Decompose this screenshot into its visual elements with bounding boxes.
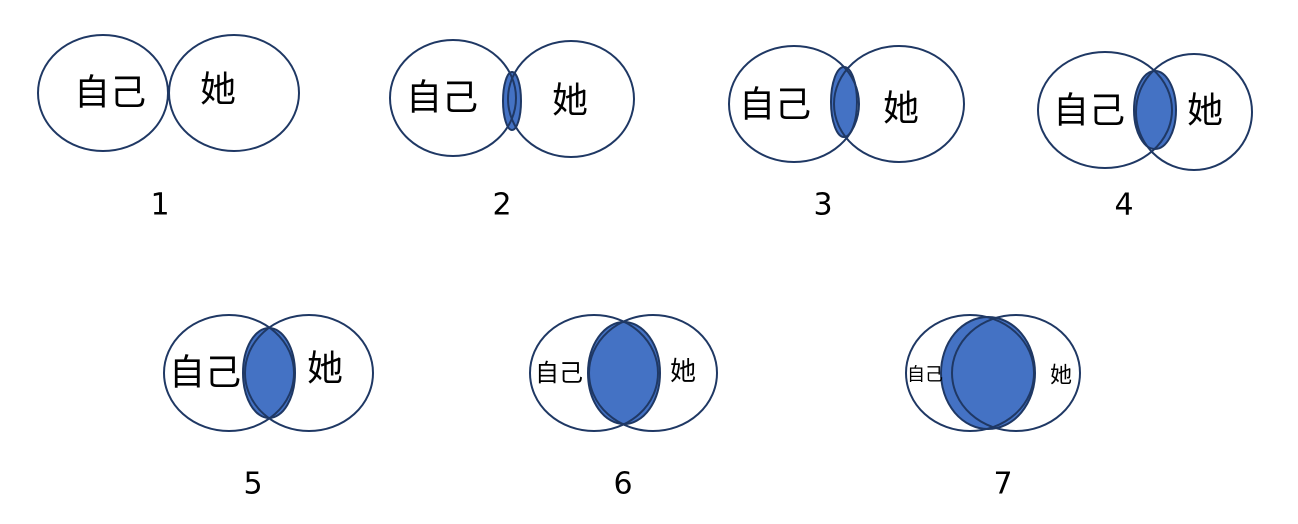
her-circle [588, 314, 718, 432]
self-label: 自己 [74, 73, 146, 114]
her-label: 她 [1050, 364, 1072, 389]
self-label: 自己 [535, 359, 583, 387]
her-label: 她 [307, 349, 343, 390]
stage-number: 2 [492, 188, 511, 223]
her-circle [244, 314, 374, 432]
overlap-region [587, 321, 661, 425]
venn-diagram-3: 自己 她 3 [728, 45, 965, 223]
her-circle [833, 45, 965, 163]
her-label: 她 [552, 81, 588, 122]
her-label: 她 [200, 70, 236, 111]
self-circle [163, 314, 295, 432]
self-circle [728, 45, 860, 163]
her-circle [168, 34, 300, 152]
overlap-region [940, 316, 1036, 430]
her-circle [951, 314, 1081, 432]
venn-diagram-7: 自己 她 7 [905, 314, 1081, 502]
self-label: 自己 [739, 85, 811, 126]
venn-diagram-4: 自己 她 4 [1037, 51, 1253, 223]
her-label: 她 [1187, 91, 1223, 132]
self-circle [389, 39, 517, 157]
stage-number: 3 [813, 188, 832, 223]
her-circle [1135, 53, 1253, 171]
stage-number: 1 [150, 188, 169, 223]
self-circle [1037, 51, 1173, 169]
her-label: 她 [883, 89, 919, 130]
stage-number: 7 [993, 467, 1012, 502]
self-label: 自己 [1053, 91, 1125, 132]
venn-diagram-6: 自己 她 6 [529, 314, 718, 502]
stage-number: 5 [243, 467, 262, 502]
self-label: 自己 [406, 78, 478, 119]
her-label: 她 [670, 357, 696, 387]
venn-diagram-2: 自己 她 2 [389, 39, 635, 223]
venn-diagram-5: 自己 她 5 [163, 314, 374, 502]
overlap-region [502, 71, 522, 131]
venn-diagram-1: 自己 她 1 [37, 34, 300, 223]
overlap-region [242, 327, 296, 419]
her-circle [507, 40, 635, 158]
self-circle [529, 314, 659, 432]
overlap-region [1133, 70, 1177, 150]
self-label: 自己 [907, 365, 943, 386]
self-circle [905, 314, 1035, 432]
self-label: 自己 [169, 353, 241, 394]
stage-number: 6 [613, 467, 632, 502]
stage-number: 4 [1114, 188, 1133, 223]
